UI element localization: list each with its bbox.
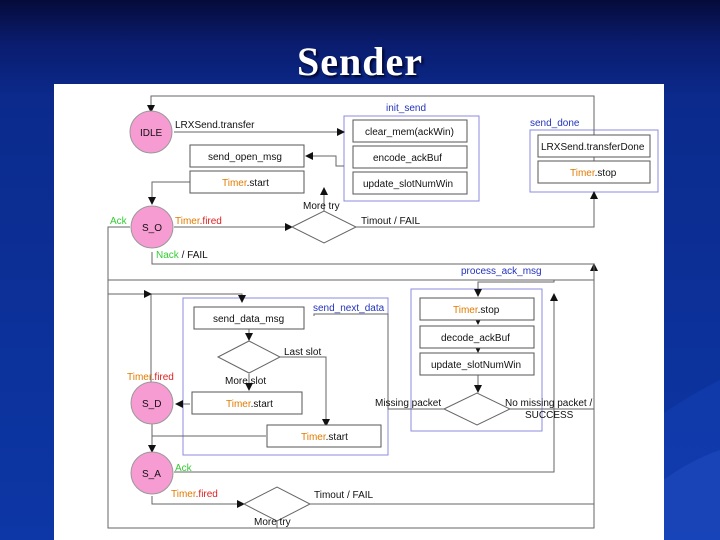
state-diagram: init_send send_done process_ack_msg send… bbox=[107, 95, 659, 529]
edge-label-more-try-2: More try bbox=[254, 517, 291, 528]
edge-label-more-slot: More slot bbox=[225, 376, 266, 387]
box-update-slotnumwin-2-label: update_slotNumWin bbox=[431, 360, 521, 371]
group-send-next-data-label: send_next_data bbox=[313, 303, 385, 314]
box-timer-start-3[interactable] bbox=[266, 424, 382, 448]
box-timer-start-2[interactable] bbox=[191, 391, 303, 415]
decision-diamond-slot bbox=[216, 340, 282, 374]
state-idle[interactable] bbox=[129, 110, 173, 154]
box-update-slotnumwin-1[interactable] bbox=[352, 171, 468, 195]
edge-label-timeout-fail-1: Timout / FAIL bbox=[361, 216, 421, 227]
box-transfer-done-label: LRXSend.transferDone bbox=[541, 142, 645, 153]
box-timer-stop-2-label: Timer.stop bbox=[453, 305, 500, 316]
state-s-d-label: S_D bbox=[142, 399, 161, 410]
box-clear-mem[interactable] bbox=[352, 119, 468, 143]
edge-label-success: SUCCESS bbox=[525, 410, 574, 421]
edge-label-timer-fired-3: Timer.fired bbox=[171, 489, 218, 500]
box-send-data-msg[interactable] bbox=[193, 306, 305, 330]
edge-label-ack-1: Ack bbox=[110, 216, 128, 227]
state-idle-label: IDLE bbox=[140, 128, 163, 139]
state-s-d[interactable] bbox=[130, 381, 174, 425]
edge-label-nack-fail: Nack / FAIL bbox=[156, 250, 208, 261]
box-decode-ackbuf-label: decode_ackBuf bbox=[441, 333, 510, 344]
state-s-o[interactable] bbox=[130, 205, 174, 249]
edge-label-ack-2: Ack bbox=[175, 463, 193, 474]
box-transfer-done[interactable] bbox=[537, 134, 651, 158]
decision-diamond-missing bbox=[442, 392, 512, 426]
box-update-slotnumwin-2[interactable] bbox=[419, 352, 535, 376]
group-process-ack-msg-label: process_ack_msg bbox=[461, 266, 542, 277]
edge-label-timer-fired-2: Timer.fired bbox=[127, 372, 174, 383]
box-encode-ackbuf-label: encode_ackBuf bbox=[373, 153, 442, 164]
state-s-o-label: S_O bbox=[142, 223, 162, 234]
box-decode-ackbuf[interactable] bbox=[419, 325, 535, 349]
slide-title: Sender bbox=[297, 39, 423, 84]
edge-label-last-slot: Last slot bbox=[284, 347, 321, 358]
box-encode-ackbuf[interactable] bbox=[352, 145, 468, 169]
group-init-send-label: init_send bbox=[386, 103, 426, 114]
group-init-send bbox=[343, 115, 480, 202]
box-timer-start-1[interactable] bbox=[189, 170, 305, 194]
state-s-a[interactable] bbox=[130, 451, 174, 495]
state-s-a-label: S_A bbox=[142, 469, 161, 480]
edge-label-timer-fired-1: Timer.fired bbox=[175, 216, 222, 227]
box-timer-start-3-label: Timer.start bbox=[301, 432, 348, 443]
decision-diamond-s-a bbox=[242, 486, 312, 522]
box-send-open-msg[interactable] bbox=[189, 144, 305, 168]
box-update-slotnumwin-1-label: update_slotNumWin bbox=[363, 179, 453, 190]
box-send-open-msg-label: send_open_msg bbox=[208, 152, 282, 163]
decision-diamond-s-o bbox=[290, 210, 358, 244]
box-timer-stop-2[interactable] bbox=[419, 297, 535, 321]
edge-label-lrxsend-transfer: LRXSend.transfer bbox=[175, 120, 255, 131]
box-timer-stop-1-label: Timer.stop bbox=[570, 168, 617, 179]
edge-label-missing-packet: Missing packet bbox=[375, 398, 441, 409]
box-timer-start-1-label: Timer.start bbox=[222, 178, 269, 189]
box-timer-stop-1[interactable] bbox=[537, 160, 651, 184]
diagram-canvas: init_send send_done process_ack_msg send… bbox=[54, 84, 664, 540]
edge-label-timeout-fail-2: Timout / FAIL bbox=[314, 490, 374, 501]
box-clear-mem-label: clear_mem(ackWin) bbox=[365, 127, 454, 138]
edge-label-more-try-1: More try bbox=[303, 201, 340, 212]
box-timer-start-2-label: Timer.start bbox=[226, 399, 273, 410]
box-send-data-msg-label: send_data_msg bbox=[213, 314, 284, 325]
edge-label-no-missing-packet: No missing packet / bbox=[505, 398, 592, 409]
group-send-done-label: send_done bbox=[530, 118, 580, 129]
